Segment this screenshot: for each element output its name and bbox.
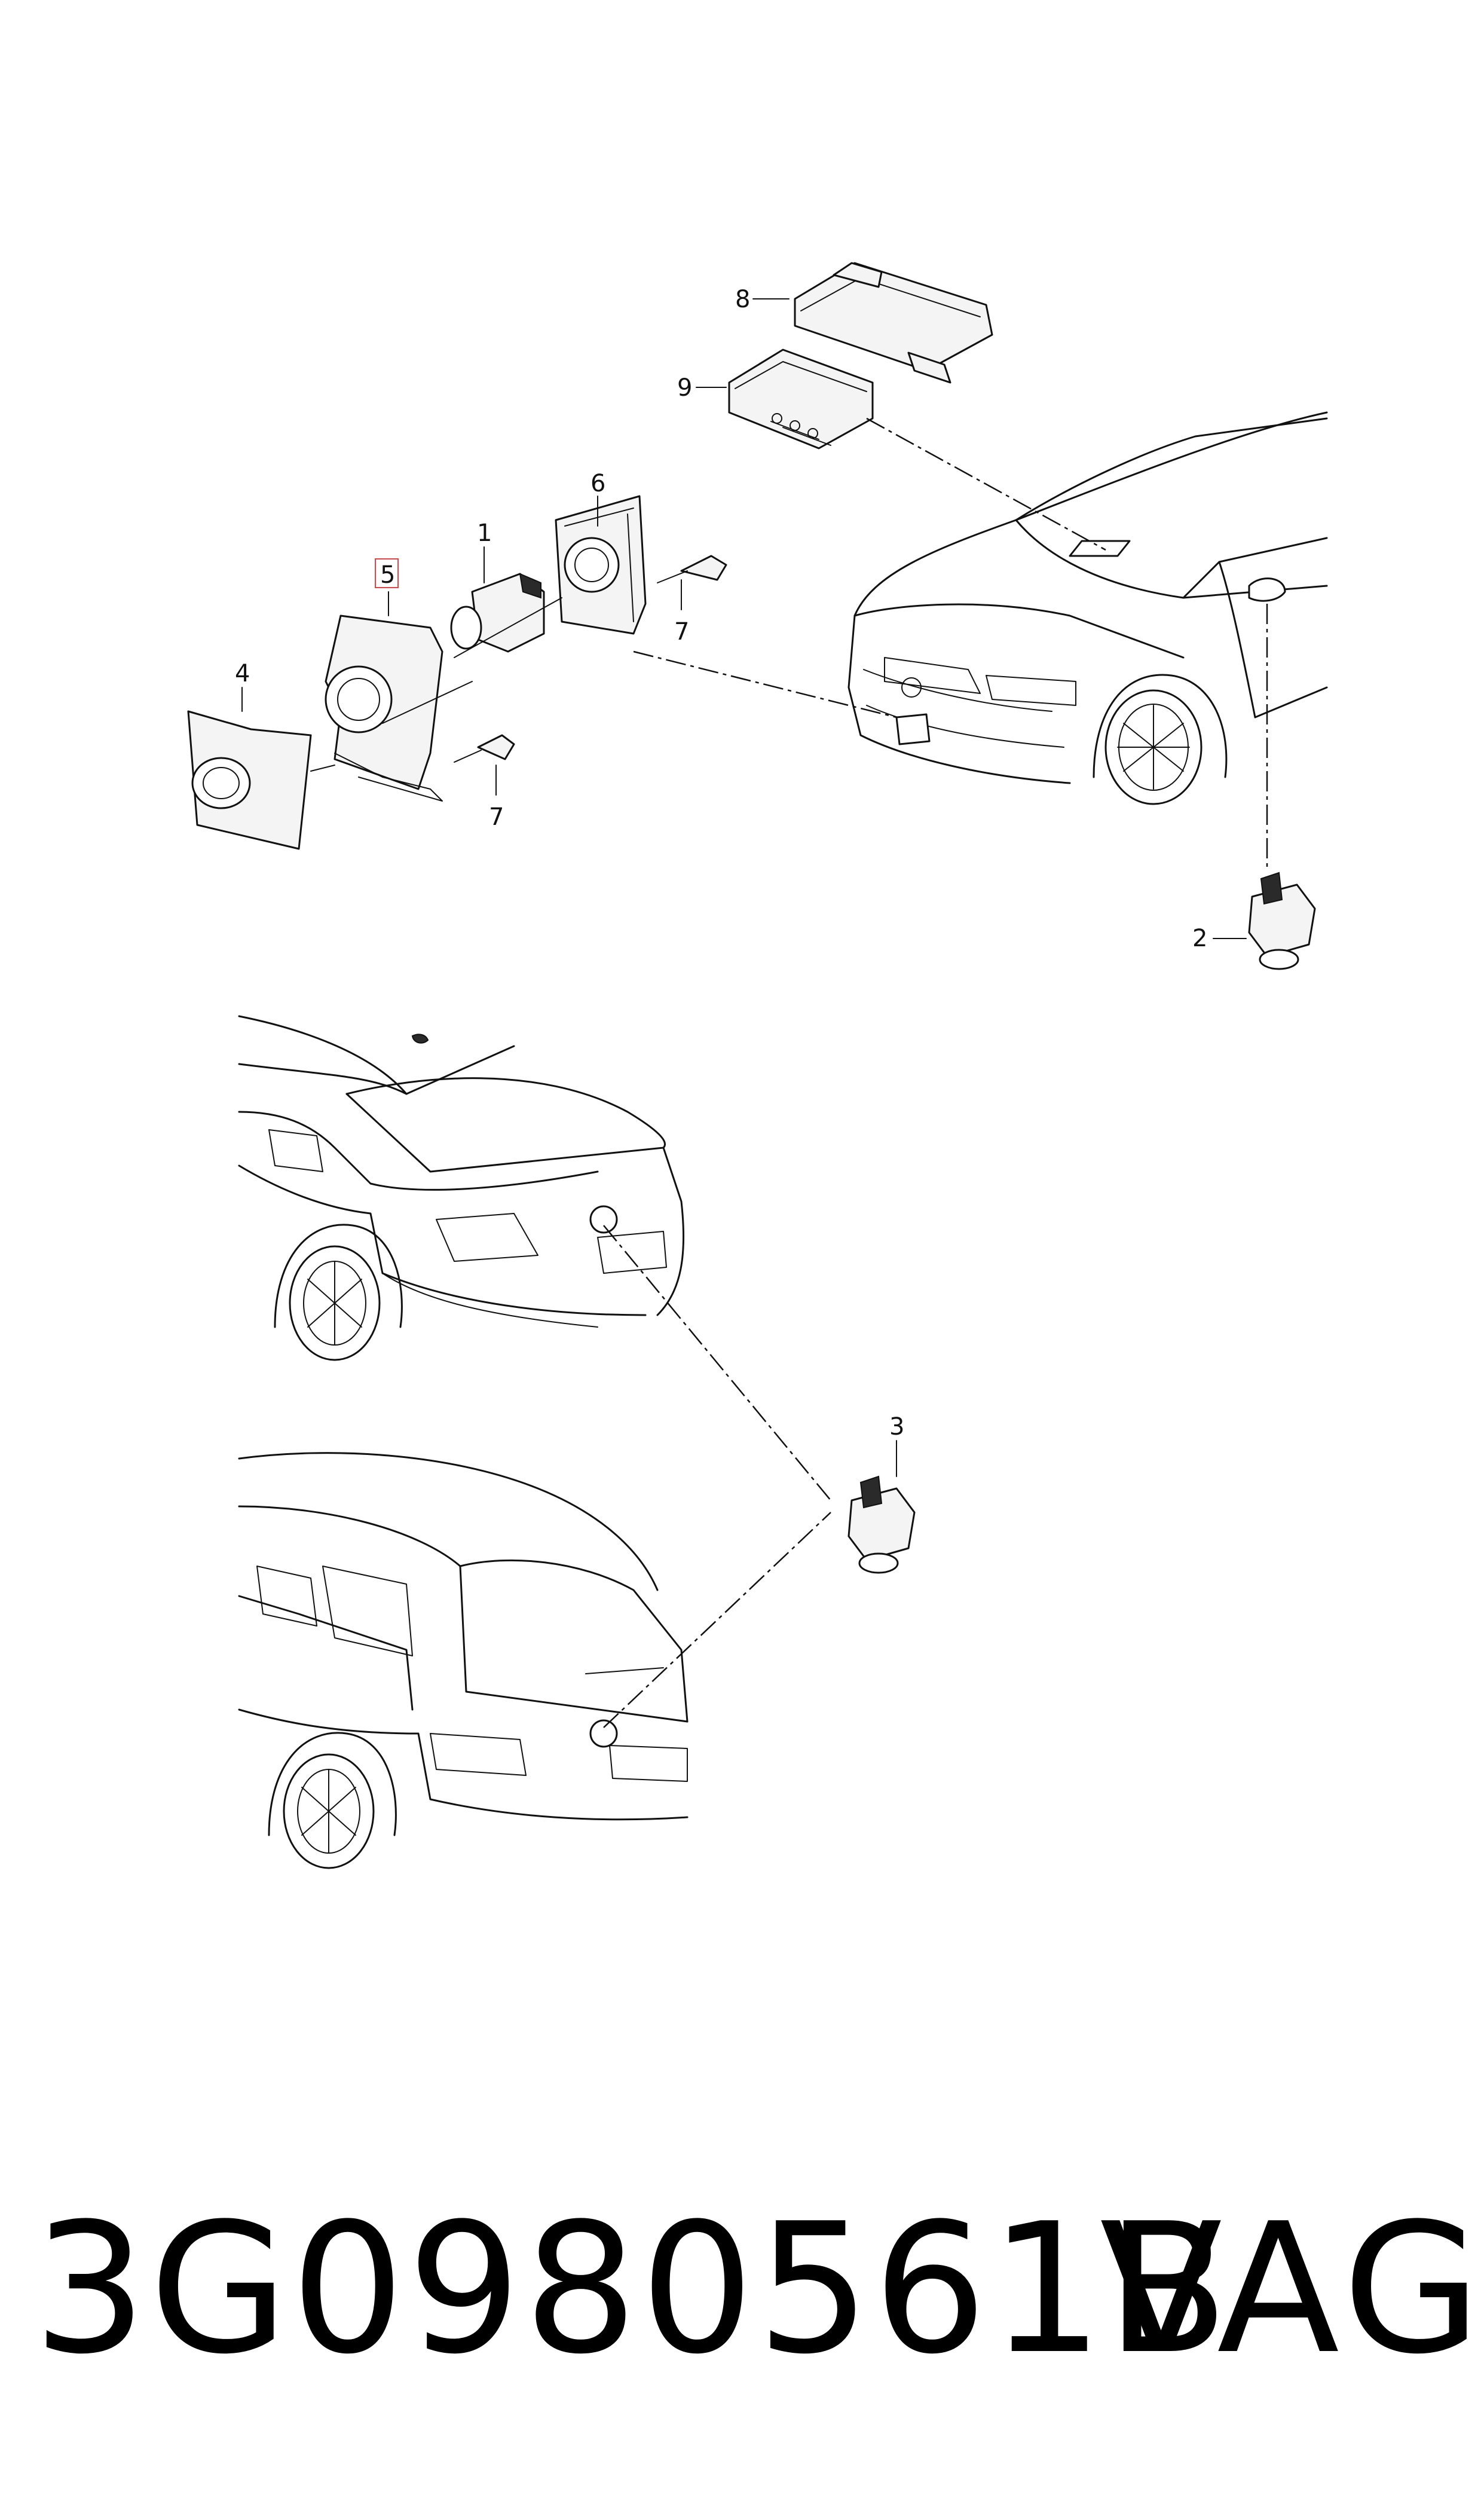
part-8-cover [794, 262, 993, 384]
part-6-bracket [555, 495, 647, 635]
rear-estate-illustration [238, 1452, 689, 1869]
parts-exploded-diagram: 1 2 3 4 5 6 7 7 8 9 [187, 262, 1328, 1869]
callout-2: 2 [1192, 925, 1207, 952]
leader-lines [241, 298, 1247, 1477]
callout-5-frame [375, 558, 399, 588]
part-3-camera [847, 1475, 916, 1574]
rear-sedan-illustration [238, 1015, 685, 1361]
callout-5: 5 [380, 561, 395, 589]
footer: 3G0980561B VAG [0, 2164, 1484, 2415]
callout-7-upper: 7 [674, 618, 689, 646]
callout-labels: 1 2 3 4 5 6 7 7 8 9 [235, 286, 1207, 1441]
reference-lines [310, 417, 1268, 1728]
part-4-trim [187, 710, 312, 850]
part-7-screw-upper [657, 555, 727, 583]
part-1-sensor [450, 573, 545, 653]
brand-text: VAG [1100, 2185, 1484, 2393]
callout-1: 1 [477, 519, 492, 547]
callout-9: 9 [677, 374, 692, 402]
part-9-control-module [728, 348, 874, 450]
callout-4: 4 [235, 660, 250, 687]
part-7-screw-lower [454, 734, 515, 763]
part-number-text: 3G0980561B [33, 2185, 1232, 2393]
part-2-camera [1248, 872, 1316, 970]
front-car-illustration [847, 411, 1328, 805]
part-5-holder [325, 615, 443, 802]
callout-6: 6 [590, 470, 605, 497]
callout-3: 3 [889, 1413, 904, 1441]
callout-7-lower: 7 [489, 803, 504, 831]
callout-8: 8 [735, 286, 750, 313]
